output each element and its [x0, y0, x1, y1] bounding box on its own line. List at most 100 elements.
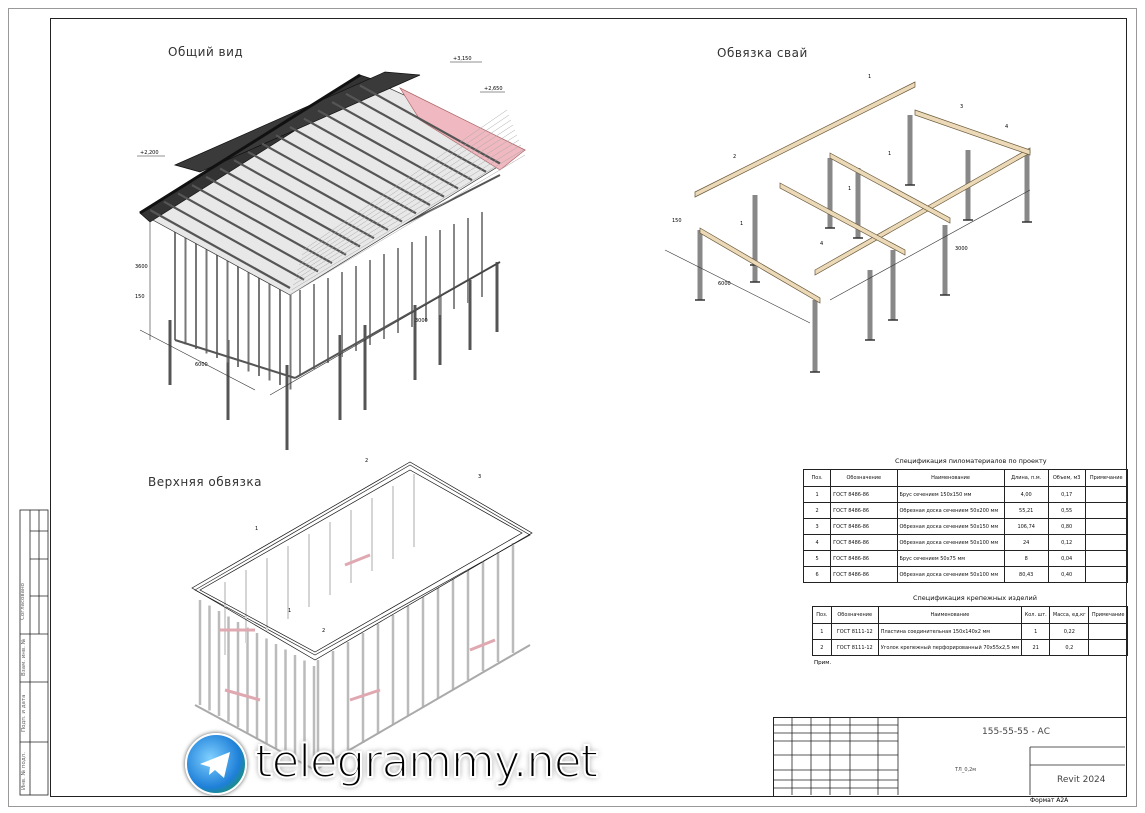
view-title-general: Общий вид	[168, 45, 244, 59]
rafter	[303, 117, 445, 198]
callout-number: 1	[255, 526, 258, 532]
callout-number: 1	[868, 74, 871, 80]
callout-number: 1	[740, 221, 743, 227]
fascia-board	[295, 134, 518, 276]
bottom-plate	[314, 644, 531, 771]
blocking	[344, 553, 371, 567]
stamp-sign-date: Подп. и дата	[21, 694, 27, 732]
rafter	[289, 126, 431, 206]
dimension-text: 150	[672, 218, 682, 224]
rafter	[219, 167, 361, 248]
rafter	[163, 200, 305, 281]
top-binding	[191, 461, 533, 661]
callout-number: 4	[820, 241, 823, 247]
stamp-agreed: Согласовано	[20, 583, 26, 620]
fascia-board	[303, 109, 508, 251]
lumber-table-title: Спецификация пиломатериалов по проекту	[895, 457, 1047, 465]
table-cell	[1088, 639, 1128, 656]
dimension-text: 150	[135, 294, 145, 300]
outer-border	[8, 8, 1137, 807]
rafter	[233, 159, 375, 240]
watermark-text: telegrammy.net	[254, 735, 599, 788]
rafter	[149, 209, 291, 289]
table-cell: ГОСТ 8486-86	[830, 566, 898, 583]
dimension-text: 3000	[415, 318, 428, 324]
fascia-board	[289, 154, 526, 296]
stamp-inv-no: Инв. № подл.	[21, 752, 27, 790]
table-note: Прим.	[814, 660, 832, 666]
table-cell: 80,43	[1003, 566, 1049, 583]
rafter	[191, 184, 333, 265]
top-plate-outline	[194, 464, 531, 656]
timber-beam	[699, 227, 821, 304]
telegram-logo-icon	[185, 733, 247, 795]
blocking	[224, 688, 261, 702]
fastener-table-title: Спецификация крепежных изделий	[913, 594, 1037, 602]
fascia-board	[301, 114, 510, 256]
fascia-board	[292, 144, 522, 286]
dimension-text: 6000	[195, 362, 208, 368]
dimension-text: 3000	[955, 246, 968, 252]
fascia-board	[294, 139, 520, 281]
title-block	[773, 717, 1126, 796]
table-cell	[1084, 566, 1129, 583]
blocking	[469, 638, 496, 652]
rafter	[177, 192, 319, 273]
sill-beam	[174, 339, 296, 379]
blocking	[349, 688, 381, 702]
rafter	[205, 175, 347, 256]
rafter	[275, 134, 417, 215]
timber-beam	[694, 81, 916, 198]
fascia-board	[300, 119, 512, 261]
callout-number: 3	[960, 104, 963, 110]
level-mark: +3,150	[453, 56, 472, 62]
bottom-plate	[194, 704, 316, 771]
rafter	[261, 142, 403, 223]
level-mark: +2,200	[140, 150, 159, 156]
callout-number: 1	[848, 186, 851, 192]
stamp-replaced-inv: Взам. инв. №	[21, 638, 27, 676]
callout-number: 2	[322, 628, 325, 634]
table-cell: Обрезная доска сечением 50х100 мм	[896, 566, 1005, 583]
software-label: Revit 2024	[1057, 775, 1106, 785]
fascia-board	[291, 149, 524, 291]
dim-line	[269, 261, 501, 396]
inner-frame	[50, 18, 1127, 797]
column-header: Масса, ед.кг	[1049, 606, 1090, 624]
format-label: Формат А2А	[1030, 797, 1069, 804]
callout-number: 1	[888, 151, 891, 157]
dim-line	[664, 249, 811, 324]
table-cell: 0,2	[1049, 639, 1090, 656]
document-code: 155-55-55 - АС	[982, 727, 1050, 737]
dimension-text: 3600	[135, 264, 148, 270]
callout-number: 4	[1005, 124, 1008, 130]
table-cell: ГОСТ 8111-12	[830, 639, 879, 656]
callout-number: 1	[288, 608, 291, 614]
timber-beam	[779, 182, 906, 256]
top-binding-inner	[199, 469, 523, 653]
rafter	[247, 150, 389, 231]
view-title-piles: Обвязка свай	[717, 46, 808, 60]
dimension-text: 6000	[718, 281, 731, 287]
dim-line	[139, 329, 256, 391]
callout-number: 2	[365, 458, 368, 464]
rafter	[317, 109, 459, 190]
callout-number: 2	[733, 154, 736, 160]
ridge	[139, 73, 361, 215]
timber-beam	[914, 109, 1031, 156]
callout-number: 3	[478, 474, 481, 480]
sill-beam	[294, 261, 501, 379]
table-cell: 21	[1021, 639, 1051, 656]
